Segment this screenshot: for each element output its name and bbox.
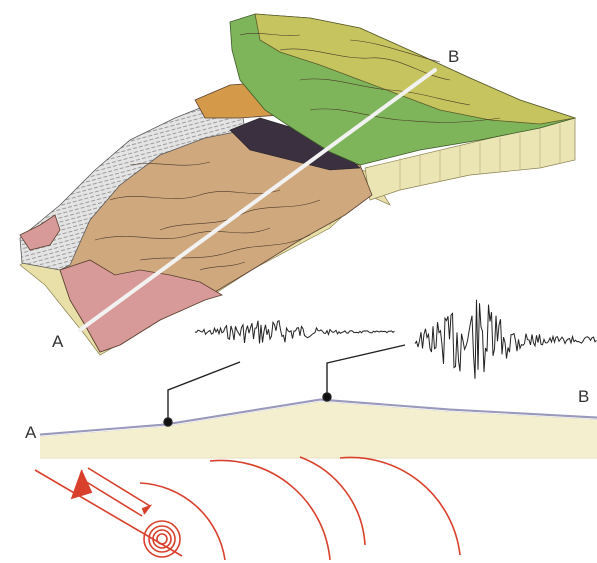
leader-right [327, 345, 405, 397]
cross-section-profile [40, 400, 597, 458]
arrow-head-right [142, 506, 150, 514]
seismogram-left [195, 321, 395, 344]
seismogram-right [415, 300, 597, 379]
station-right-dot [323, 393, 331, 401]
block-top-surface [20, 14, 575, 352]
station-left-dot [164, 418, 172, 426]
wavefront-arc-2 [210, 460, 330, 560]
wavefront-arc-4 [340, 457, 460, 555]
wave-propagation [35, 457, 460, 560]
leader-left [168, 362, 240, 422]
wavefront-arc-3 [300, 457, 365, 545]
point-a-label-profile: A [25, 424, 36, 441]
point-a-label-map: A [52, 333, 63, 350]
point-b-label-map: B [448, 48, 459, 65]
point-b-label-profile: B [578, 388, 589, 405]
